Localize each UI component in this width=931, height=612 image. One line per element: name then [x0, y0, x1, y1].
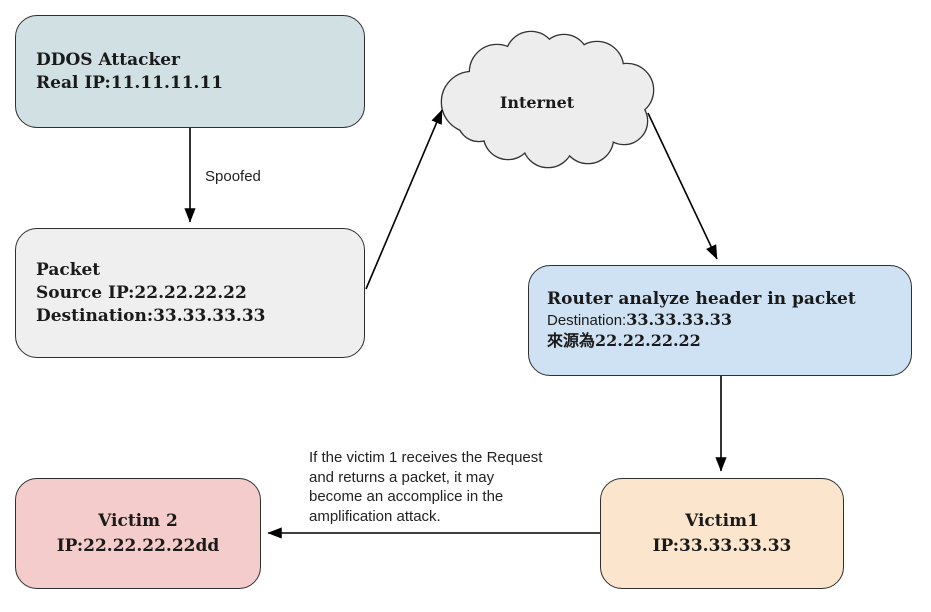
- victim1-ip: IP:33.33.33.33: [652, 535, 792, 556]
- packet-destination-ip: Destination:33.33.33.33: [36, 305, 266, 326]
- packet-title: Packet: [36, 259, 101, 280]
- victim1-title: Victim1: [685, 510, 759, 531]
- node-packet: Packet Source IP:22.22.22.22 Destination…: [15, 228, 365, 358]
- router-destination-line: Destination:33.33.33.33: [547, 310, 911, 331]
- packet-source-ip: Source IP:22.22.22.22: [36, 282, 247, 303]
- arrow-packet-to-internet: [365, 109, 443, 290]
- attacker-title: DDOS Attacker: [36, 49, 181, 70]
- victim2-ip: IP:22.22.22.22dd: [56, 535, 220, 556]
- router-source-line: 來源為22.22.22.22: [547, 331, 911, 352]
- router-destination-label: Destination:: [547, 312, 627, 329]
- node-victim2: Victim 2 IP:22.22.22.22dd: [15, 478, 261, 589]
- router-destination-value: 33.33.33.33: [626, 310, 732, 329]
- internet-cloud-label: Internet: [499, 93, 575, 112]
- attacker-real-ip: Real IP:11.11.11.11: [36, 72, 224, 93]
- amplification-note: If the victim 1 receives the Request and…: [309, 449, 543, 525]
- arrow-internet-to-router: [647, 112, 718, 260]
- victim2-title: Victim 2: [98, 510, 178, 531]
- router-title: Router analyze header in packet: [547, 289, 856, 309]
- router-source-label: 來源為: [547, 333, 596, 350]
- node-ddos-attacker: DDOS Attacker Real IP:11.11.11.11: [15, 15, 365, 128]
- node-victim1: Victim1 IP:33.33.33.33: [600, 478, 844, 589]
- spoofed-arrow-label: Spoofed: [205, 168, 261, 185]
- node-router: Router analyze header in packet Destinat…: [528, 265, 912, 376]
- router-source-value: 22.22.22.22: [595, 331, 701, 350]
